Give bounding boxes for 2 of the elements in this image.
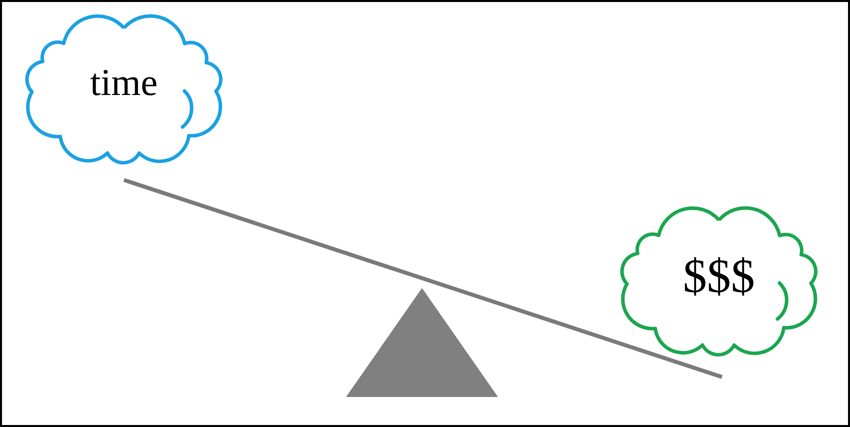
- cloud-label: time: [90, 64, 158, 102]
- cloud-label: $$$: [682, 253, 755, 302]
